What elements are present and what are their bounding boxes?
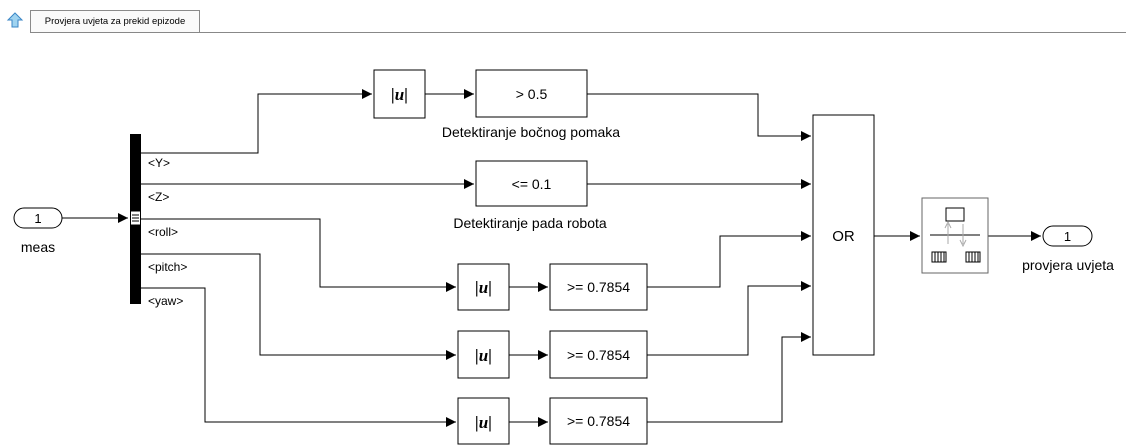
inport-meas[interactable]: 1 [13,207,63,229]
compare-value: >= 0.7854 [567,347,630,363]
bus-signal-yaw: <yaw> [148,294,183,308]
bus-signal-z: <Z> [148,190,169,204]
compare-block-y[interactable]: > 0.5 [475,69,588,118]
abs-block-label: |u| [391,85,408,104]
compare-block-z[interactable]: <= 0.1 [475,160,588,207]
abs-block-roll[interactable]: |u| [457,263,510,311]
stop-simulation-icon [930,207,981,263]
inport-label: meas [21,239,55,255]
compare-value: > 0.5 [516,86,548,102]
bus-selector[interactable] [130,134,141,304]
compare-caption-y: Detektiranje bočnog pomaka [442,124,620,140]
toolbar: Provjera uvjeta za prekid epizode [0,0,1126,34]
abs-block-label: |u| [475,413,492,432]
compare-caption-z: Detektiranje pada robota [453,215,607,231]
stop-simulation-block[interactable] [921,197,989,274]
outport-provjera-uvjeta[interactable]: 1 [1042,225,1093,247]
bus-signal-y: <Y> [148,156,170,170]
inport-number: 1 [34,211,41,226]
outport-label: provjera uvjeta [1022,257,1114,273]
abs-block-y[interactable]: |u| [373,69,426,119]
bus-signal-pitch: <pitch> [148,260,187,274]
tab-subsystem[interactable]: Provjera uvjeta za prekid epizode [30,10,200,32]
logic-operator-label: OR [832,228,855,245]
up-arrow-icon[interactable] [6,11,24,29]
compare-value: >= 0.7854 [567,279,630,295]
compare-block-roll[interactable]: >= 0.7854 [549,263,648,311]
abs-block-pitch[interactable]: |u| [457,330,510,379]
signal-lines [62,89,1041,427]
bus-signal-roll: <roll> [148,225,178,239]
abs-block-label: |u| [475,346,492,365]
compare-value: <= 0.1 [512,176,552,192]
compare-block-pitch[interactable]: >= 0.7854 [549,330,648,379]
abs-block-yaw[interactable]: |u| [457,397,510,445]
logic-or-block[interactable]: OR [812,114,875,356]
tab-divider [30,32,1126,33]
compare-block-yaw[interactable]: >= 0.7854 [549,397,648,445]
compare-value: >= 0.7854 [567,413,630,429]
abs-block-label: |u| [475,278,492,297]
outport-number: 1 [1064,229,1071,244]
